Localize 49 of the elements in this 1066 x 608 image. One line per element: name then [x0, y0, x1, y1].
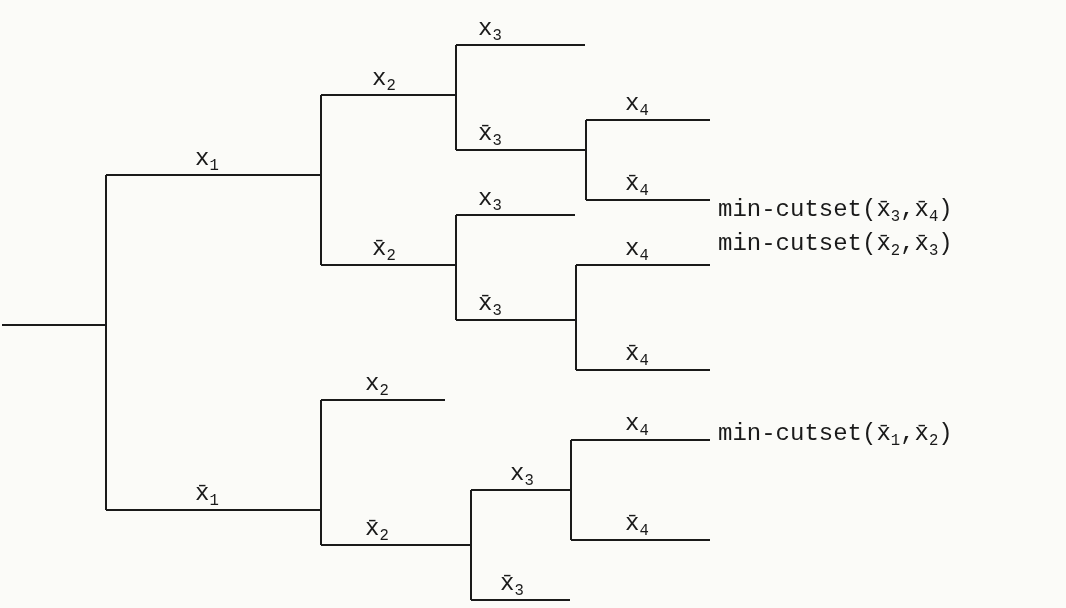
branch-line [320, 399, 446, 401]
junction-line [585, 120, 587, 200]
branch-line [570, 539, 711, 541]
edge-label: x$_{2}$ [365, 371, 389, 397]
edge-label: x̄$_{3}$ [478, 291, 502, 317]
edge-label: x$_{4}$ [625, 91, 649, 117]
branch-line [1, 324, 107, 326]
junction-line [455, 45, 457, 150]
branch-line [455, 149, 587, 151]
branch-line [455, 44, 586, 46]
edge-label: x̄$_{4}$ [625, 511, 649, 537]
junction-line [320, 400, 322, 545]
branch-line [455, 319, 577, 321]
edge-label: x̄$_{3}$ [478, 121, 502, 147]
edge-label: x$_{4}$ [625, 411, 649, 437]
edge-label: x̄$_{1}$ [195, 481, 219, 507]
junction-line [105, 175, 107, 510]
branch-line [105, 174, 322, 176]
edge-label: x̄$_{4}$ [625, 341, 649, 367]
branch-line [455, 214, 576, 216]
branch-line [570, 439, 711, 441]
cutset-label: min-cutset(x̄$_{3}$,x̄$_{4}$) [718, 196, 953, 224]
edge-label: x$_{2}$ [372, 66, 396, 92]
branch-line [320, 544, 472, 546]
edge-label: x̄$_{2}$ [372, 236, 396, 262]
edge-label: x$_{3}$ [478, 186, 502, 212]
edge-label: x̄$_{3}$ [500, 571, 524, 597]
edge-label: x̄$_{2}$ [365, 516, 389, 542]
branch-line [470, 599, 571, 601]
edge-label: x$_{4}$ [625, 236, 649, 262]
edge-label: x$_{3}$ [478, 16, 502, 42]
branch-line [575, 264, 711, 266]
junction-line [320, 95, 322, 265]
junction-line [470, 490, 472, 600]
junction-line [575, 265, 577, 370]
junction-line [455, 215, 457, 320]
branch-line [105, 509, 322, 511]
branch-line [585, 199, 711, 201]
edge-label: x$_{3}$ [510, 461, 534, 487]
edge-label: x$_{1}$ [195, 146, 219, 172]
branch-line [585, 119, 711, 121]
branch-line [320, 94, 457, 96]
cutset-label: min-cutset(x̄$_{2}$,x̄$_{3}$) [718, 230, 953, 258]
edge-label: x̄$_{4}$ [625, 171, 649, 197]
cutset-label: min-cutset(x̄$_{1}$,x̄$_{2}$) [718, 420, 953, 448]
junction-line [570, 440, 572, 540]
branch-line [470, 489, 572, 491]
branch-line [320, 264, 457, 266]
branch-line [575, 369, 711, 371]
